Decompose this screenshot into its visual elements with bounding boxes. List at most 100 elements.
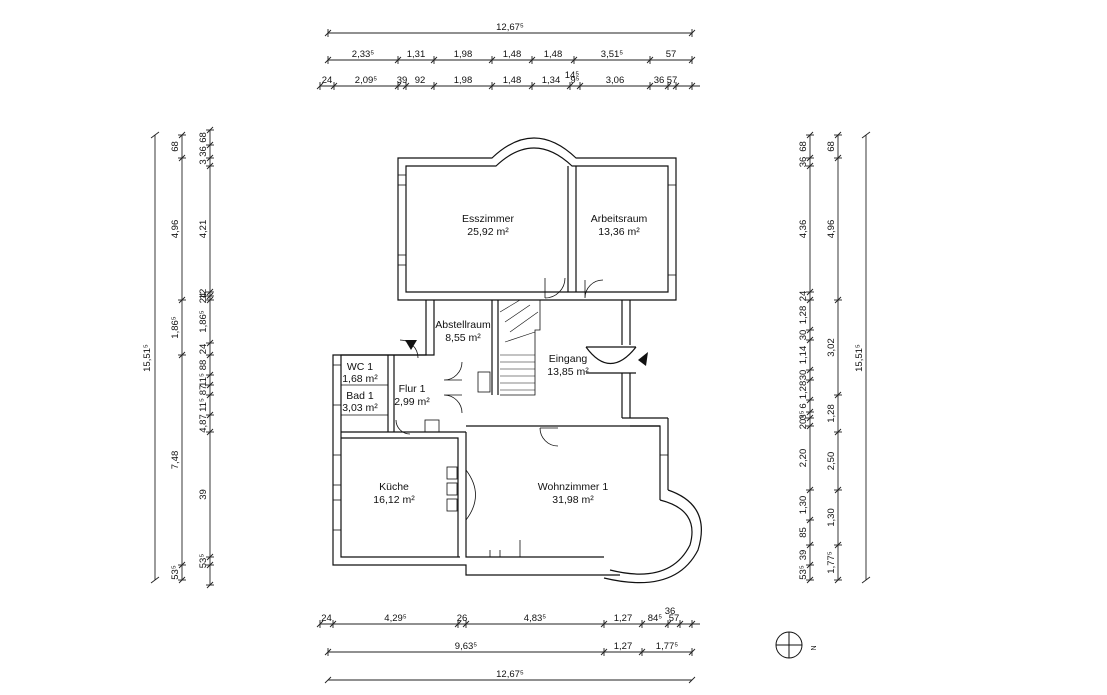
right-col1-dim-14: 85 <box>798 527 809 538</box>
top-row3-dim-10: 57 <box>667 75 678 86</box>
left-total-dim: 15,51⁵ <box>142 344 153 372</box>
room-name-bad: Bad 1 <box>346 390 374 402</box>
room-area-flur: 2,99 m² <box>394 396 430 408</box>
left-col3-dim-3: 4,21 <box>198 220 209 239</box>
right-col1-dim-13: 1,30 <box>798 496 809 515</box>
room-area-abstellraum: 8,55 m² <box>445 332 481 344</box>
room-area-wc: 1,68 m² <box>342 373 378 385</box>
left-col3-dim-10: 87 <box>198 385 209 396</box>
top-row2-dim-4: 1,48 <box>544 49 563 60</box>
top-row3-extra-dim: 14⁵ <box>565 70 580 81</box>
bottom-row1-dim-0: 24 <box>321 613 332 624</box>
right-col1-dim-6: 1,14 <box>798 346 809 365</box>
bottom-row1-dim-4: 1,27 <box>614 613 633 624</box>
room-area-eingang: 13,85 m² <box>547 366 589 378</box>
top-row2-dim-6: 57 <box>666 49 677 60</box>
left-col3-dim-7: 24 <box>198 344 209 355</box>
top-row2-dim-3: 1,48 <box>503 49 522 60</box>
left-col3-dim-9: 11⁵ <box>198 373 209 387</box>
right-col2-dim-6: 1,77⁵ <box>826 551 837 573</box>
top-row2-dim-1: 1,31 <box>407 49 426 60</box>
room-name-kueche: Küche <box>379 481 409 493</box>
right-col1-dim-4: 1,28 <box>798 306 809 325</box>
right-col2-dim-2: 3,02 <box>826 338 837 357</box>
left-col3-dim-13: 39 <box>198 489 209 500</box>
bottom-row2-dim-2: 1,77⁵ <box>656 641 678 652</box>
bottom-dimension-chains <box>316 620 700 684</box>
left-col3-dim-14: 53⁵ <box>198 554 209 569</box>
bottom-total-dim: 12,67⁵ <box>496 669 524 680</box>
top-row3-dim-4: 1,98 <box>454 75 473 86</box>
top-row3-dim-0: 24 <box>322 75 333 86</box>
left-col3-dim-11: 11⁵ <box>198 398 209 412</box>
right-col2-dim-3: 1,28 <box>826 404 837 423</box>
right-dimension-chains <box>806 131 871 584</box>
left-col3-dim-8: 88 <box>198 360 209 371</box>
room-area-wohnzimmer: 31,98 m² <box>552 494 594 506</box>
top-row2-dim-2: 1,98 <box>454 49 473 60</box>
right-col2-dim-4: 2,50 <box>826 452 837 471</box>
north-compass-icon <box>775 631 803 659</box>
top-row3-dim-6: 1,34 <box>542 75 561 86</box>
top-row3-dim-5: 1,48 <box>503 75 522 86</box>
room-area-kueche: 16,12 m² <box>373 494 415 506</box>
right-col2-dim-0: 68 <box>826 141 837 152</box>
left-col3-dim-6: 1,86⁵ <box>198 310 209 332</box>
compass-label: N <box>811 645 818 650</box>
top-row3-dim-2: 39 <box>397 75 408 86</box>
bottom-row1-dim-6: 57 <box>669 613 680 624</box>
left-dimension-chains <box>150 126 214 589</box>
room-name-wc: WC 1 <box>347 361 373 373</box>
left-col3-dim-4: 12 <box>198 289 209 300</box>
right-col1-dim-10: 3⁵ <box>798 410 809 419</box>
left-col3-dim-12: 4,87 <box>198 414 209 433</box>
left-col3-dim-2: 3 <box>198 159 209 164</box>
right-total-dim: 15,51⁵ <box>854 344 865 372</box>
walls <box>332 137 702 584</box>
top-row3-dim-3: 92 <box>415 75 426 86</box>
bottom-row1-dim-3: 4,83⁵ <box>524 613 546 624</box>
top-row3-dim-9: 36 <box>654 75 665 86</box>
top-row2-dim-0: 2,33⁵ <box>352 49 374 60</box>
room-area-arbeitsraum: 13,36 m² <box>598 226 640 238</box>
right-col1-dim-0: 68 <box>798 141 809 152</box>
top-dimension-chains <box>316 29 700 90</box>
room-area-bad: 3,03 m² <box>342 402 378 414</box>
left-col2-dim-4: 53⁵ <box>170 565 181 580</box>
right-col1-dim-5: 30 <box>798 330 809 341</box>
top-row2-dim-5: 3,51⁵ <box>601 49 623 60</box>
right-col1-dim-9: 6 <box>798 403 809 408</box>
right-col1-dim-7: 30 <box>798 370 809 381</box>
left-col3-dim-5: 24 <box>198 293 209 304</box>
room-name-esszimmer: Esszimmer <box>462 213 514 225</box>
bottom-row1-extra-dim: 36 <box>665 606 676 617</box>
bottom-row2-dim-0: 9,63⁵ <box>455 641 477 652</box>
left-col2-dim-1: 4,96 <box>170 220 181 239</box>
room-name-wohnzimmer: Wohnzimmer 1 <box>538 481 609 493</box>
right-col1-dim-16: 53⁵ <box>798 565 809 580</box>
right-col1-dim-11: 20⁵ <box>798 415 809 430</box>
room-name-arbeitsraum: Arbeitsraum <box>591 213 648 225</box>
room-name-eingang: Eingang <box>549 353 588 365</box>
top-row3-dim-8: 3,06 <box>606 75 625 86</box>
bottom-row1-dim-5: 84⁵ <box>648 613 663 624</box>
right-col2-dim-5: 1,30 <box>826 508 837 527</box>
right-col1-dim-3: 24 <box>798 291 809 302</box>
room-name-flur: Flur 1 <box>399 383 426 395</box>
left-col2-dim-3: 7,48 <box>170 451 181 470</box>
bottom-row2-dim-1: 1,27 <box>614 641 633 652</box>
right-col1-dim-12: 2,20 <box>798 449 809 468</box>
room-name-abstellraum: Abstellraum <box>435 319 491 331</box>
left-col2-dim-0: 68 <box>170 141 181 152</box>
top-row3-dim-1: 2,09⁵ <box>355 75 377 86</box>
top-row3-dim-7: 9⁵ <box>570 75 579 86</box>
room-area-esszimmer: 25,92 m² <box>467 226 509 238</box>
right-col1-dim-1: 36 <box>798 157 809 168</box>
left-col3-dim-0: 68 <box>198 132 209 143</box>
right-col1-dim-15: 39 <box>798 550 809 561</box>
room-labels: Esszimmer 25,92 m² Arbeitsraum 13,36 m² … <box>342 213 647 506</box>
left-col2-dim-2: 1,86⁵ <box>170 316 181 338</box>
bottom-row1-dim-2: 26 <box>457 613 468 624</box>
right-col2-dim-1: 4,96 <box>826 220 837 239</box>
